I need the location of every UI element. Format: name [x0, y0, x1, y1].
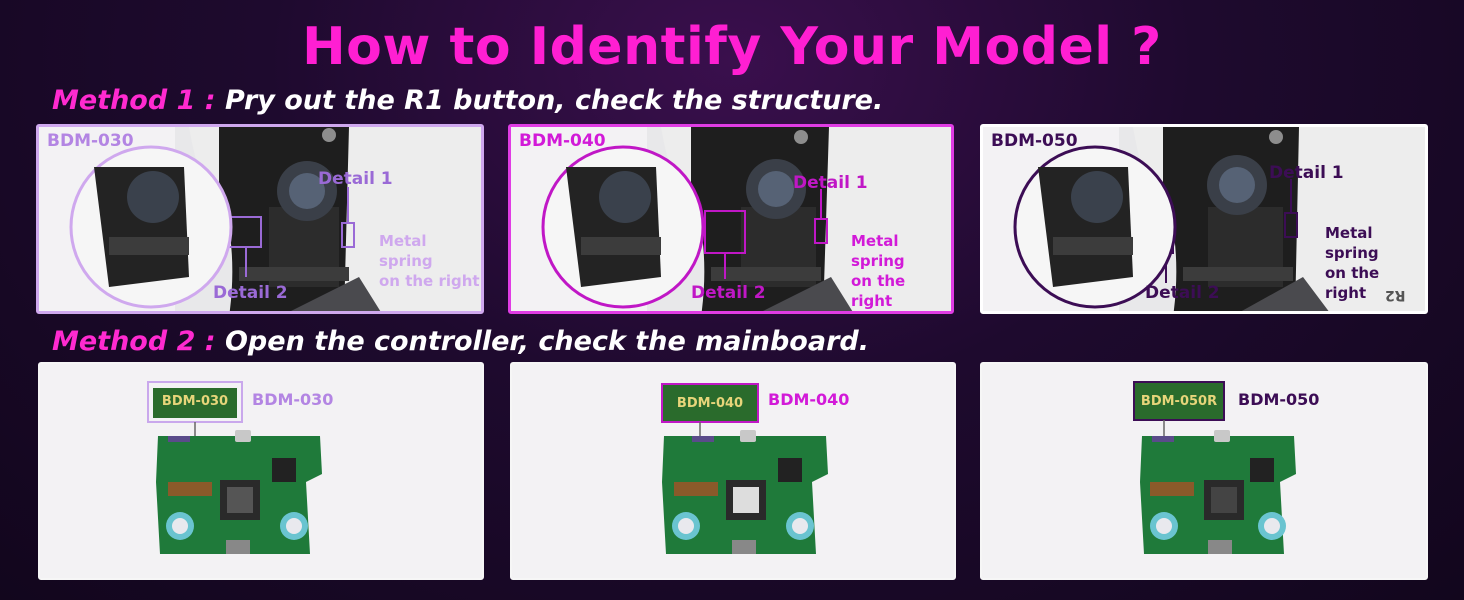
- board-model-tag: BDM-050: [1238, 390, 1320, 409]
- structure-panel-bdm-040: BDM-040 Detail 1 Detail 2 Metal spring o…: [508, 124, 954, 314]
- board-chip-label: BDM-040: [676, 396, 744, 411]
- board-model-tag: BDM-040: [768, 390, 850, 409]
- structure-panel-bdm-030: BDM-030 Detail 1 Detail 2 Metal spring o…: [36, 124, 484, 314]
- metal-spring-note: Metal spring on the right: [1325, 224, 1380, 302]
- mainboard-panel-bdm-040: BDM-040 BDM-040: [510, 362, 956, 580]
- detail-2-label: Detail 2: [691, 283, 766, 303]
- detail-2-label: Detail 2: [213, 283, 288, 303]
- detail-1-label: Detail 1: [1269, 163, 1344, 183]
- metal-spring-note: Metal spring on the right: [379, 232, 480, 290]
- r1-structure-photo-bdm-040: [541, 127, 951, 311]
- mainboard-photo-bdm-050: [1133, 381, 1296, 554]
- r1-structure-photo-bdm-050: [1013, 127, 1425, 311]
- board-chip-label: BDM-050R: [1140, 394, 1218, 409]
- mainboard-photo-bdm-030: [147, 381, 322, 554]
- method-1-number: Method 1 :: [52, 85, 216, 116]
- detail-1-label: Detail 1: [793, 173, 868, 193]
- structure-panel-bdm-050: BDM-050 Detail 1 Detail 2 Metal spring o…: [980, 124, 1428, 314]
- board-model-tag: BDM-030: [252, 390, 334, 409]
- method-2-heading: Method 2 : Open the controller, check th…: [52, 323, 869, 361]
- model-label: BDM-040: [519, 131, 606, 151]
- r2-trigger-mark: R2: [1385, 287, 1406, 303]
- model-label: BDM-030: [47, 131, 134, 151]
- page-title: How to Identify Your Model ?: [302, 17, 1162, 77]
- mainboard-panel-bdm-050: BDM-050R BDM-050: [980, 362, 1428, 580]
- model-label: BDM-050: [991, 131, 1078, 151]
- board-chip-label: BDM-030: [161, 394, 229, 409]
- detail-1-label: Detail 1: [318, 169, 393, 189]
- method-2-text: Open the controller, check the mainboard…: [224, 326, 869, 357]
- r1-structure-photo-bdm-030: [69, 127, 481, 311]
- method-1-heading: Method 1 : Pry out the R1 button, check …: [52, 82, 883, 120]
- mainboard-photo-bdm-040: [661, 383, 828, 554]
- method-2-number: Method 2 :: [52, 326, 216, 357]
- mainboard-panel-bdm-030: BDM-030 BDM-030: [38, 362, 484, 580]
- detail-2-label: Detail 2: [1145, 283, 1220, 303]
- metal-spring-note: Metal spring on the right: [851, 232, 906, 310]
- method-1-text: Pry out the R1 button, check the structu…: [224, 85, 884, 116]
